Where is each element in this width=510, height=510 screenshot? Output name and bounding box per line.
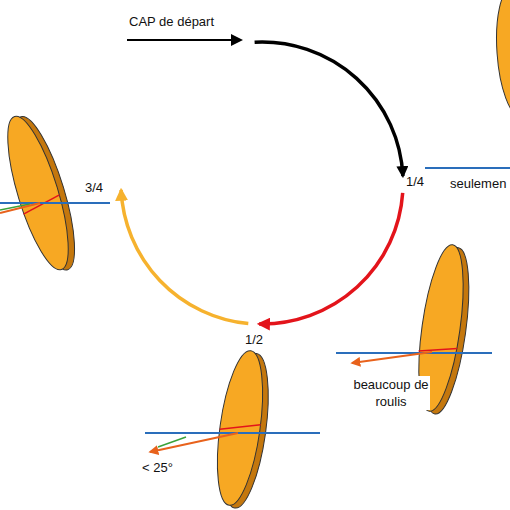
- roll-label: beaucoup de roulis: [352, 376, 430, 410]
- note-label: seulemen: [449, 176, 507, 192]
- horizon-line: [0, 202, 110, 204]
- quarter-label: 1/4: [405, 174, 425, 190]
- lift-arrow: [150, 433, 238, 452]
- turn-arc-third: [121, 190, 248, 324]
- glider-wing: [209, 348, 277, 510]
- glider-wing: [493, 0, 510, 119]
- lift-arrow: [352, 352, 432, 363]
- glider-wing: [0, 109, 87, 277]
- heading-label: CAP de départ: [128, 14, 215, 30]
- quarter-label: 3/4: [84, 180, 104, 196]
- turn-arc-second: [259, 193, 403, 324]
- lift-arrow: [0, 203, 40, 213]
- heading-arrow: [127, 39, 241, 41]
- turn-arc-first: [255, 42, 403, 176]
- angle-label: < 25°: [141, 460, 174, 476]
- horizon-line: [425, 167, 510, 169]
- quarter-label: 1/2: [244, 332, 264, 348]
